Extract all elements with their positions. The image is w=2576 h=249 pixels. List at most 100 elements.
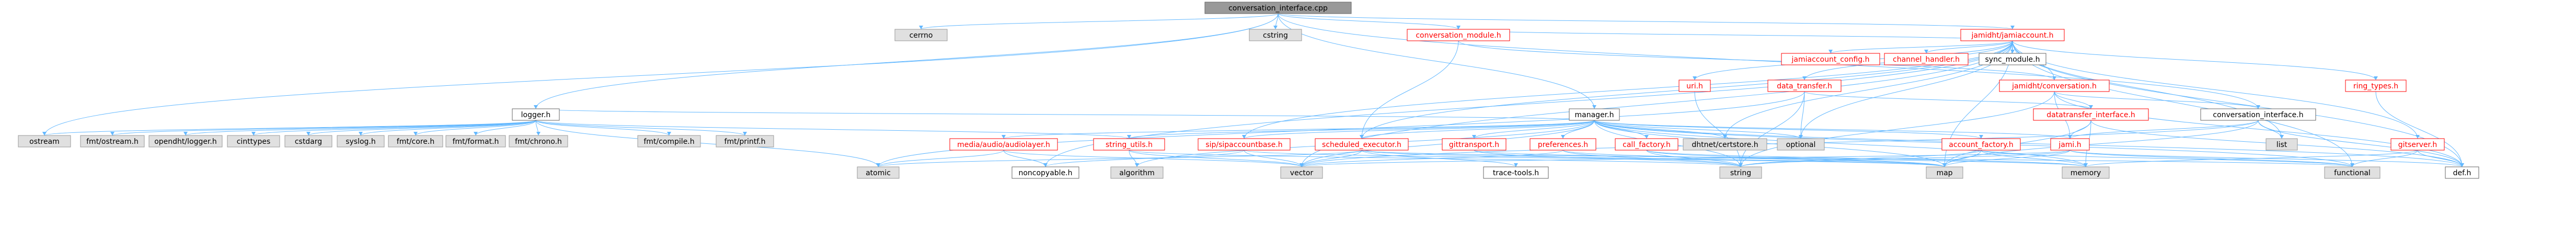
node-syslog: syslog.h [337, 135, 385, 148]
node-box-channel-handler [1884, 53, 1969, 65]
node-box-list [2266, 138, 2298, 151]
edge-jami-to-vector [1301, 150, 2071, 167]
node-ring-types[interactable]: ring_types.h [2345, 80, 2407, 92]
node-box-string [1719, 166, 1762, 179]
node-logger[interactable]: logger.h [512, 108, 560, 121]
node-label-fmt-ostream: fmt/ostream.h [86, 138, 139, 146]
edge-uri-to-string [1694, 91, 1741, 167]
node-label-preferences: preferences.h [1538, 141, 1588, 149]
edge-arrow-gitserver-to-def [2460, 163, 2464, 167]
edge-logger-to-fmt_ostream [112, 120, 536, 136]
edge-logger-to-syslog [360, 120, 536, 136]
node-label-noncopyable: noncopyable.h [1018, 169, 1072, 177]
node-jamiaccount[interactable]: jamidht/jamiaccount.h [1960, 29, 2065, 41]
edge-preferences-to-map [1562, 150, 1945, 167]
edge-root-to-logger [535, 13, 1279, 109]
node-label-fmt-core: fmt/core.h [397, 138, 434, 146]
node-trace-tools[interactable]: trace-tools.h [1483, 166, 1549, 179]
node-box-opendht-logger [148, 135, 223, 148]
node-uri[interactable]: uri.h [1678, 80, 1711, 92]
node-label-uri: uri.h [1686, 82, 1703, 90]
node-def[interactable]: def.h [2445, 166, 2479, 179]
edge-arrow-logger-to-fmt_chrono [536, 132, 540, 135]
node-ostream: ostream [18, 135, 71, 148]
node-atomic: atomic [857, 166, 900, 179]
node-gittransport[interactable]: gittransport.h [1442, 138, 1506, 151]
node-preferences[interactable]: preferences.h [1530, 138, 1596, 151]
edge-arrow-sip_sipaccountbase-to-noncopyable [1043, 163, 1048, 167]
node-scheduled-executor[interactable]: scheduled_executor.h [1315, 138, 1409, 151]
node-label-map: map [1936, 169, 1952, 177]
edge-arrow-logger-to-cinttypes [251, 132, 256, 135]
node-label-def: def.h [2453, 169, 2471, 177]
node-box-jami [2050, 138, 2090, 151]
node-box-optional [1777, 138, 1825, 151]
node-root[interactable]: conversation_interface.cpp [1204, 2, 1352, 14]
node-label-vector: vector [1290, 169, 1314, 177]
node-fmt-core: fmt/core.h [388, 135, 443, 148]
edge-jamiaccount-to-conversation_module [1458, 29, 2013, 41]
edge-gitserver-to-functional [2352, 150, 2418, 167]
edge-arrow-logger-to-syslog [359, 132, 363, 135]
node-label-account-factory: account_factory.h [1949, 141, 2013, 149]
node-gitserver[interactable]: gitserver.h [2390, 138, 2445, 151]
node-box-media-audiolayer [949, 138, 1058, 151]
node-label-conversation-module: conversation_module.h [1416, 31, 1501, 40]
edge-arrow-jami-to-vector [1300, 163, 1304, 167]
node-label-cstdarg: cstdarg [295, 138, 322, 146]
node-label-dhtnet-certstore: dhtnet/certstore.h [1692, 141, 1758, 149]
edge-manager-to-optional [1594, 120, 1801, 139]
edge-logger-to-cstdarg [308, 120, 536, 136]
node-sip-sipaccountbase[interactable]: sip/sipaccountbase.h [1198, 138, 1291, 151]
node-optional: optional [1777, 138, 1825, 151]
node-label-trace-tools: trace-tools.h [1493, 169, 1539, 177]
node-label-jamiaccount-config: jamiaccount_config.h [1791, 55, 1870, 64]
edge-manager-to-sip_sipaccountbase [1244, 120, 1595, 139]
edge-arrow-jamiaccount-to-data_transfer [1802, 76, 1807, 80]
edge-arrow-conversation_module-to-jamidht_conversation [2052, 76, 2056, 80]
node-label-channel-handler: channel_handler.h [1893, 55, 1960, 64]
node-label-ostream: ostream [29, 138, 60, 146]
node-conversation-module[interactable]: conversation_module.h [1407, 29, 1510, 41]
node-label-gittransport: gittransport.h [1449, 141, 1499, 149]
node-jamidht-conversation[interactable]: jamidht/conversation.h [1999, 80, 2110, 92]
node-account-factory[interactable]: account_factory.h [1941, 138, 2021, 151]
edge-arrow-jami-to-string [1739, 163, 1743, 167]
edge-arrow-manager-to-string_utils [1127, 135, 1131, 139]
node-label-jamiaccount: jamidht/jamiaccount.h [1971, 31, 2053, 40]
node-opendht-logger: opendht/logger.h [148, 135, 223, 148]
node-fmt-chrono: fmt/chrono.h [509, 135, 568, 148]
node-jamiaccount-config[interactable]: jamiaccount_config.h [1781, 53, 1880, 65]
edge-arrow-manager-to-media_audiolayer [1002, 135, 1006, 139]
node-label-data-transfer: data_transfer.h [1777, 82, 1832, 90]
node-box-dhtnet-certstore [1683, 138, 1767, 151]
node-box-ring-types [2345, 80, 2407, 92]
node-fmt-ostream: fmt/ostream.h [80, 135, 145, 148]
edge-arrow-manager-to-preferences [1561, 135, 1565, 139]
node-label-algorithm: algorithm [1119, 169, 1155, 177]
node-manager[interactable]: manager.h [1569, 108, 1620, 121]
node-media-audiolayer[interactable]: media/audio/audiolayer.h [949, 138, 1058, 151]
edge-root-to-cerrno [921, 13, 1279, 30]
node-cinttypes: cinttypes [227, 135, 280, 148]
node-call-factory[interactable]: call_factory.h [1615, 138, 1678, 151]
node-channel-handler[interactable]: channel_handler.h [1884, 53, 1969, 65]
node-noncopyable[interactable]: noncopyable.h [1011, 166, 1079, 179]
node-data-transfer[interactable]: data_transfer.h [1767, 80, 1842, 92]
edge-arrow-manager-to-jami [2068, 135, 2072, 139]
node-sync-module[interactable]: sync_module.h [1979, 53, 2046, 65]
node-datatransfer-interface[interactable]: datatransfer_interface.h [2033, 108, 2149, 121]
node-label-cstring: cstring [1263, 31, 1288, 40]
node-jami[interactable]: jami.h [2050, 138, 2090, 151]
edge-arrow-manager-to-account_factory [1979, 135, 1983, 139]
edge-arrow-jamiaccount-to-jamiaccount_config [1828, 50, 1833, 53]
node-label-string: string [1730, 169, 1751, 177]
edge-logger-to-fmt_core [415, 120, 536, 136]
node-conversation-interface[interactable]: conversation_interface.h [2200, 108, 2316, 121]
edge-jamidht_conversation-to-datatransfer_interface [2054, 91, 2091, 109]
edge-logger-to-fmt_printf [535, 120, 745, 136]
node-label-functional: functional [2334, 169, 2371, 177]
node-string-utils[interactable]: string_utils.h [1093, 138, 1165, 151]
edge-manager-to-dhtnet_certstore [1594, 120, 1726, 139]
edge-root-to-conversation_interface [1278, 13, 2259, 109]
